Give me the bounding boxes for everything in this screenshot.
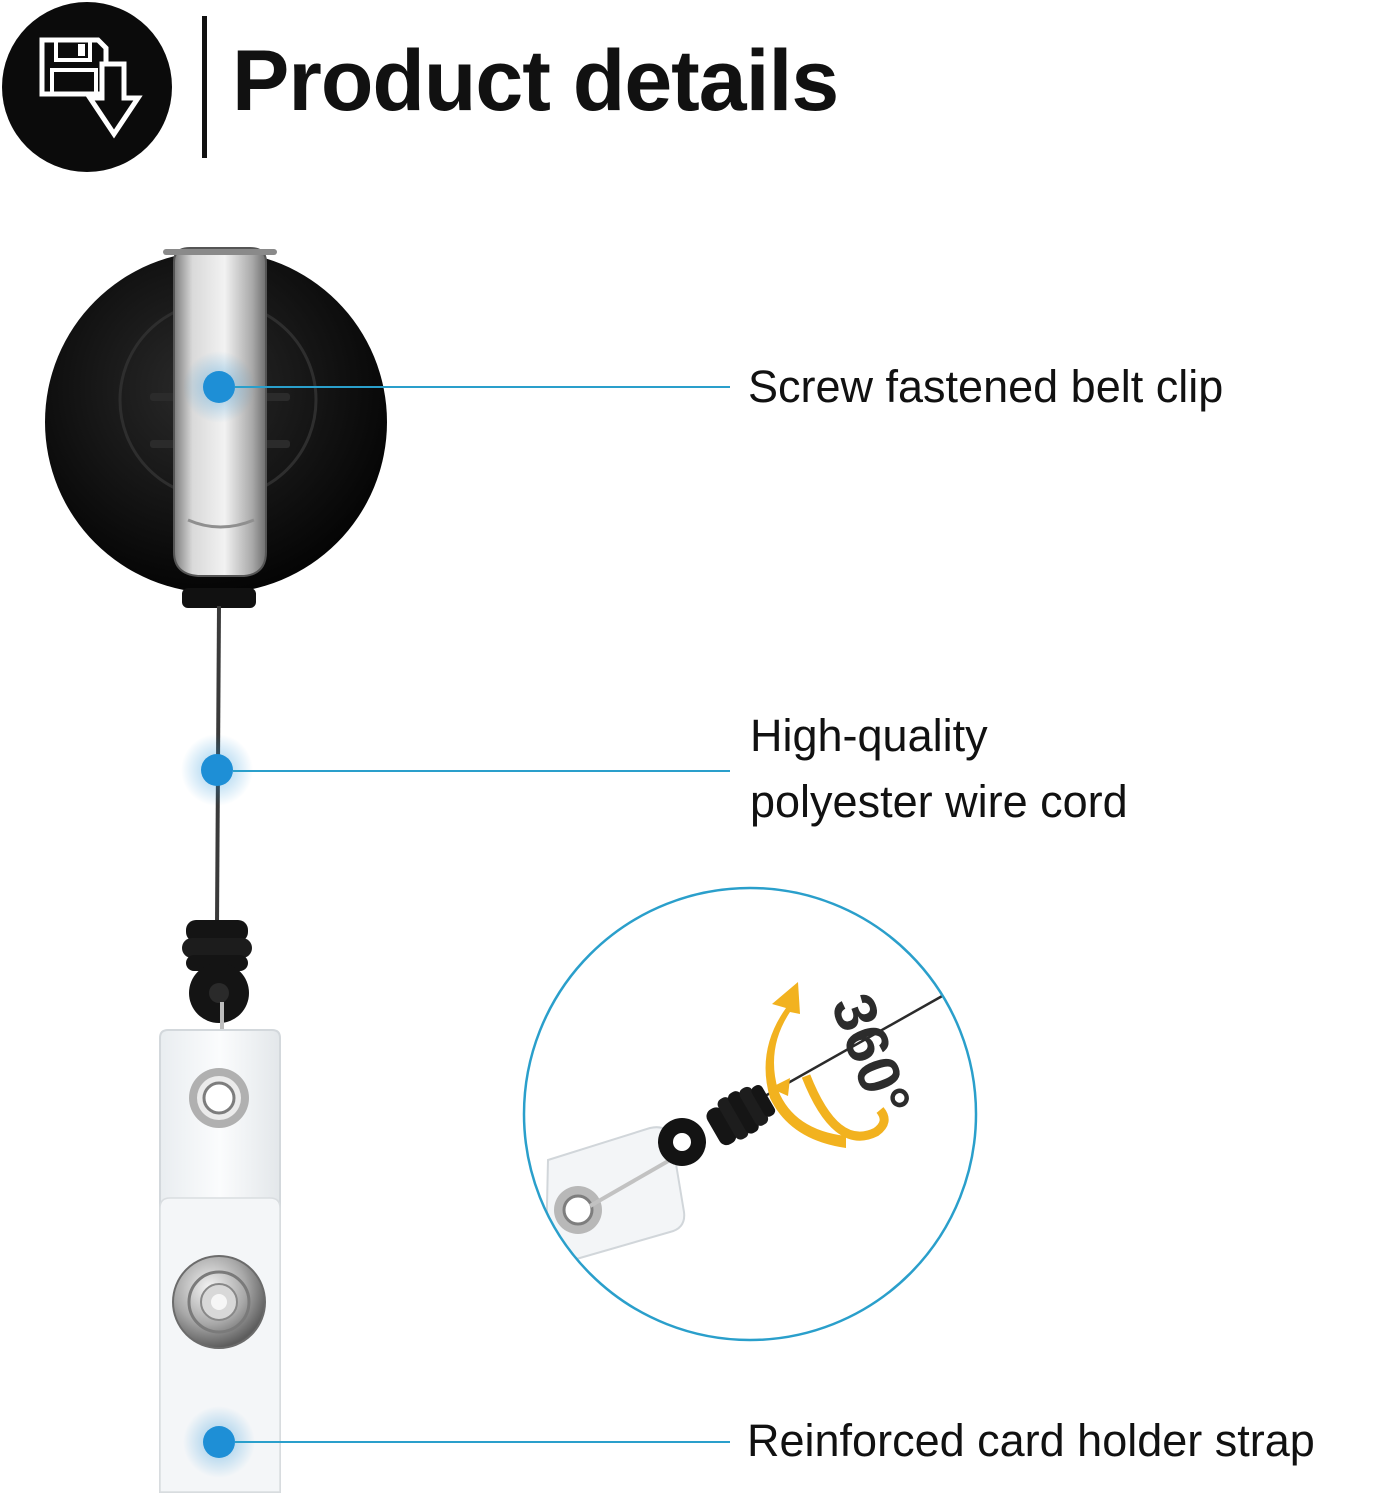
callout-strap: Reinforced card holder strap bbox=[747, 1408, 1315, 1474]
header-divider bbox=[202, 16, 207, 158]
callout-belt-clip-line-1: Screw fastened belt clip bbox=[748, 361, 1224, 412]
callout-wire-cord: High-quality polyester wire cord bbox=[750, 703, 1128, 835]
hotspot-cord bbox=[181, 734, 730, 806]
save-download-icon bbox=[39, 37, 143, 139]
hotspot-belt-clip bbox=[183, 351, 730, 423]
callout-wire-cord-line-1: High-quality bbox=[750, 710, 988, 761]
card-holder-strap bbox=[159, 1029, 281, 1493]
callout-belt-clip: Screw fastened belt clip bbox=[748, 354, 1223, 420]
hotspot-strap bbox=[183, 1406, 730, 1478]
cord-connector bbox=[182, 920, 252, 1083]
callout-wire-cord-line-2: polyester wire cord bbox=[750, 776, 1128, 827]
header-badge bbox=[2, 2, 172, 172]
callout-strap-line-1: Reinforced card holder strap bbox=[747, 1415, 1315, 1466]
swivel-joint bbox=[658, 1084, 776, 1166]
rotation-arrow-icon bbox=[765, 982, 889, 1148]
swivel-detail-circle: 360° bbox=[522, 886, 978, 1342]
page-title: Product details bbox=[232, 33, 839, 129]
